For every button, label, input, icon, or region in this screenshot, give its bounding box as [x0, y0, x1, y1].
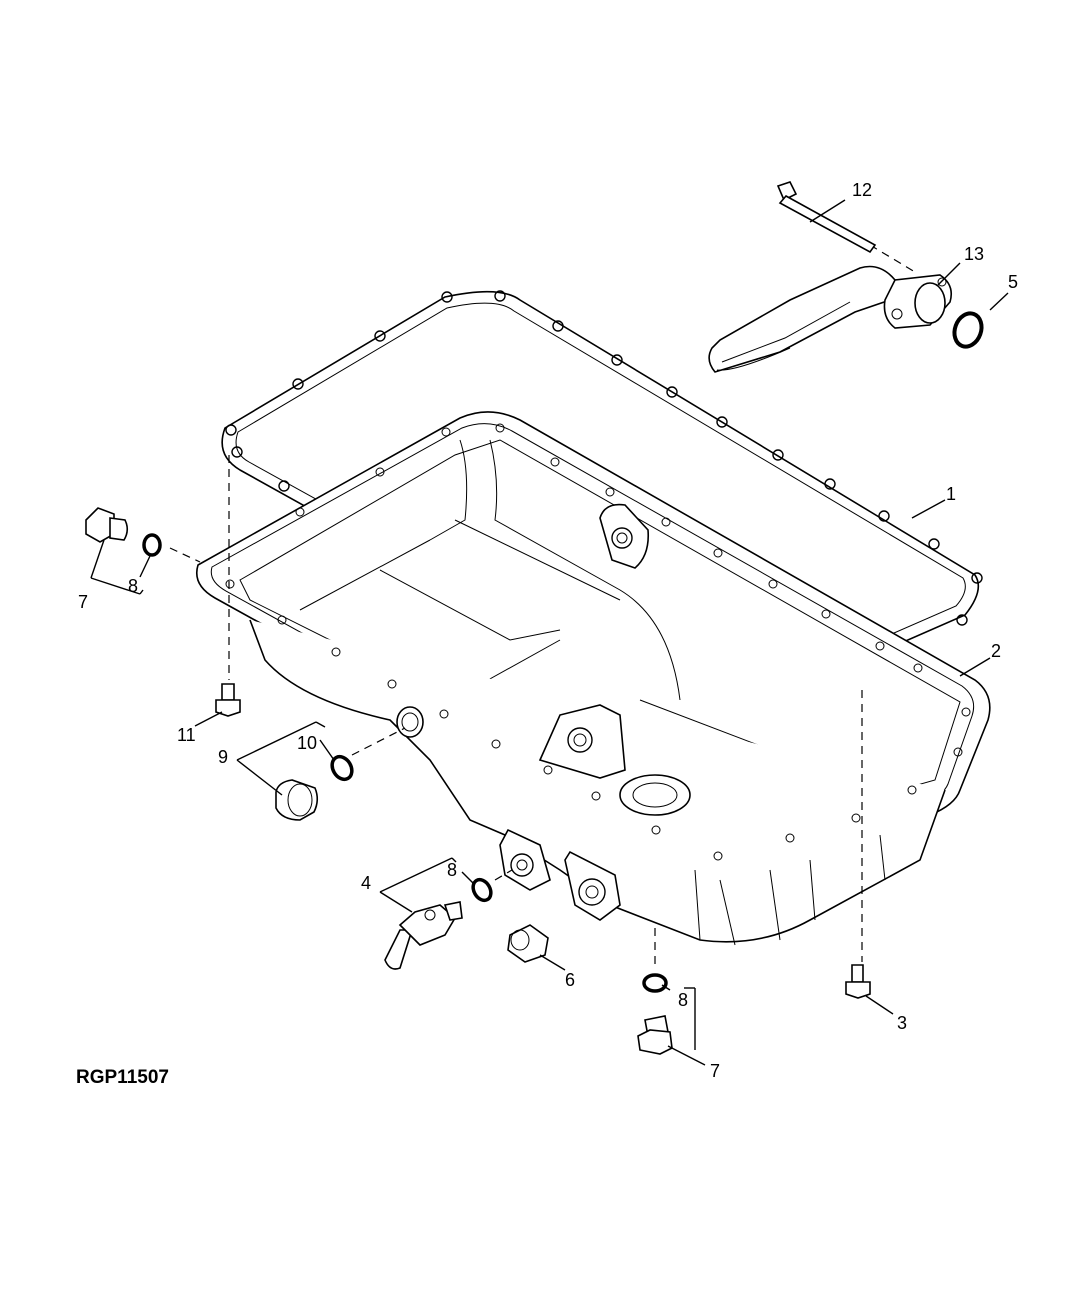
o-ring-8-lower	[642, 973, 668, 993]
drain-plug-lower	[637, 1015, 673, 1055]
pickup-tube-bolt	[776, 181, 877, 254]
callout-7-left: 7	[78, 592, 88, 612]
sensor-4	[384, 901, 463, 970]
pan-flange-bolt-holes	[225, 423, 971, 861]
bolt-11	[215, 683, 241, 717]
o-ring-8-middle	[471, 877, 493, 903]
callout-3: 3	[897, 1013, 907, 1033]
figure-id: RGP11507	[76, 1067, 169, 1088]
callout-12: 12	[852, 180, 872, 200]
callout-1: 1	[946, 484, 956, 504]
callout-11: 11	[177, 725, 196, 745]
callout-6: 6	[565, 970, 575, 990]
o-ring-10	[330, 754, 354, 782]
callout-labels: 1 2 3 4 5 6 7 7 8 8 8 9 10 11 12 13	[78, 180, 1018, 1081]
callout-13: 13	[964, 244, 984, 264]
bolt-3	[845, 964, 871, 999]
oil-pan	[196, 411, 991, 946]
callout-7-lower: 7	[710, 1061, 720, 1081]
o-ring-8-upper	[142, 533, 162, 557]
o-ring-5	[952, 311, 984, 349]
callout-8-middle: 8	[447, 860, 457, 880]
callout-2: 2	[991, 641, 1001, 661]
callout-5: 5	[1008, 272, 1018, 292]
oil-pickup-tube	[708, 265, 953, 373]
leader-lines	[90, 199, 1009, 1066]
plug-9	[275, 779, 319, 821]
drain-plug-upper	[85, 507, 129, 543]
alignment-lines	[169, 244, 916, 970]
callout-4: 4	[361, 873, 371, 893]
callout-9: 9	[218, 747, 228, 767]
callout-10: 10	[297, 733, 317, 753]
callout-8-lower: 8	[678, 990, 688, 1010]
callout-8-left: 8	[128, 576, 138, 596]
sleeve-6	[507, 924, 549, 963]
